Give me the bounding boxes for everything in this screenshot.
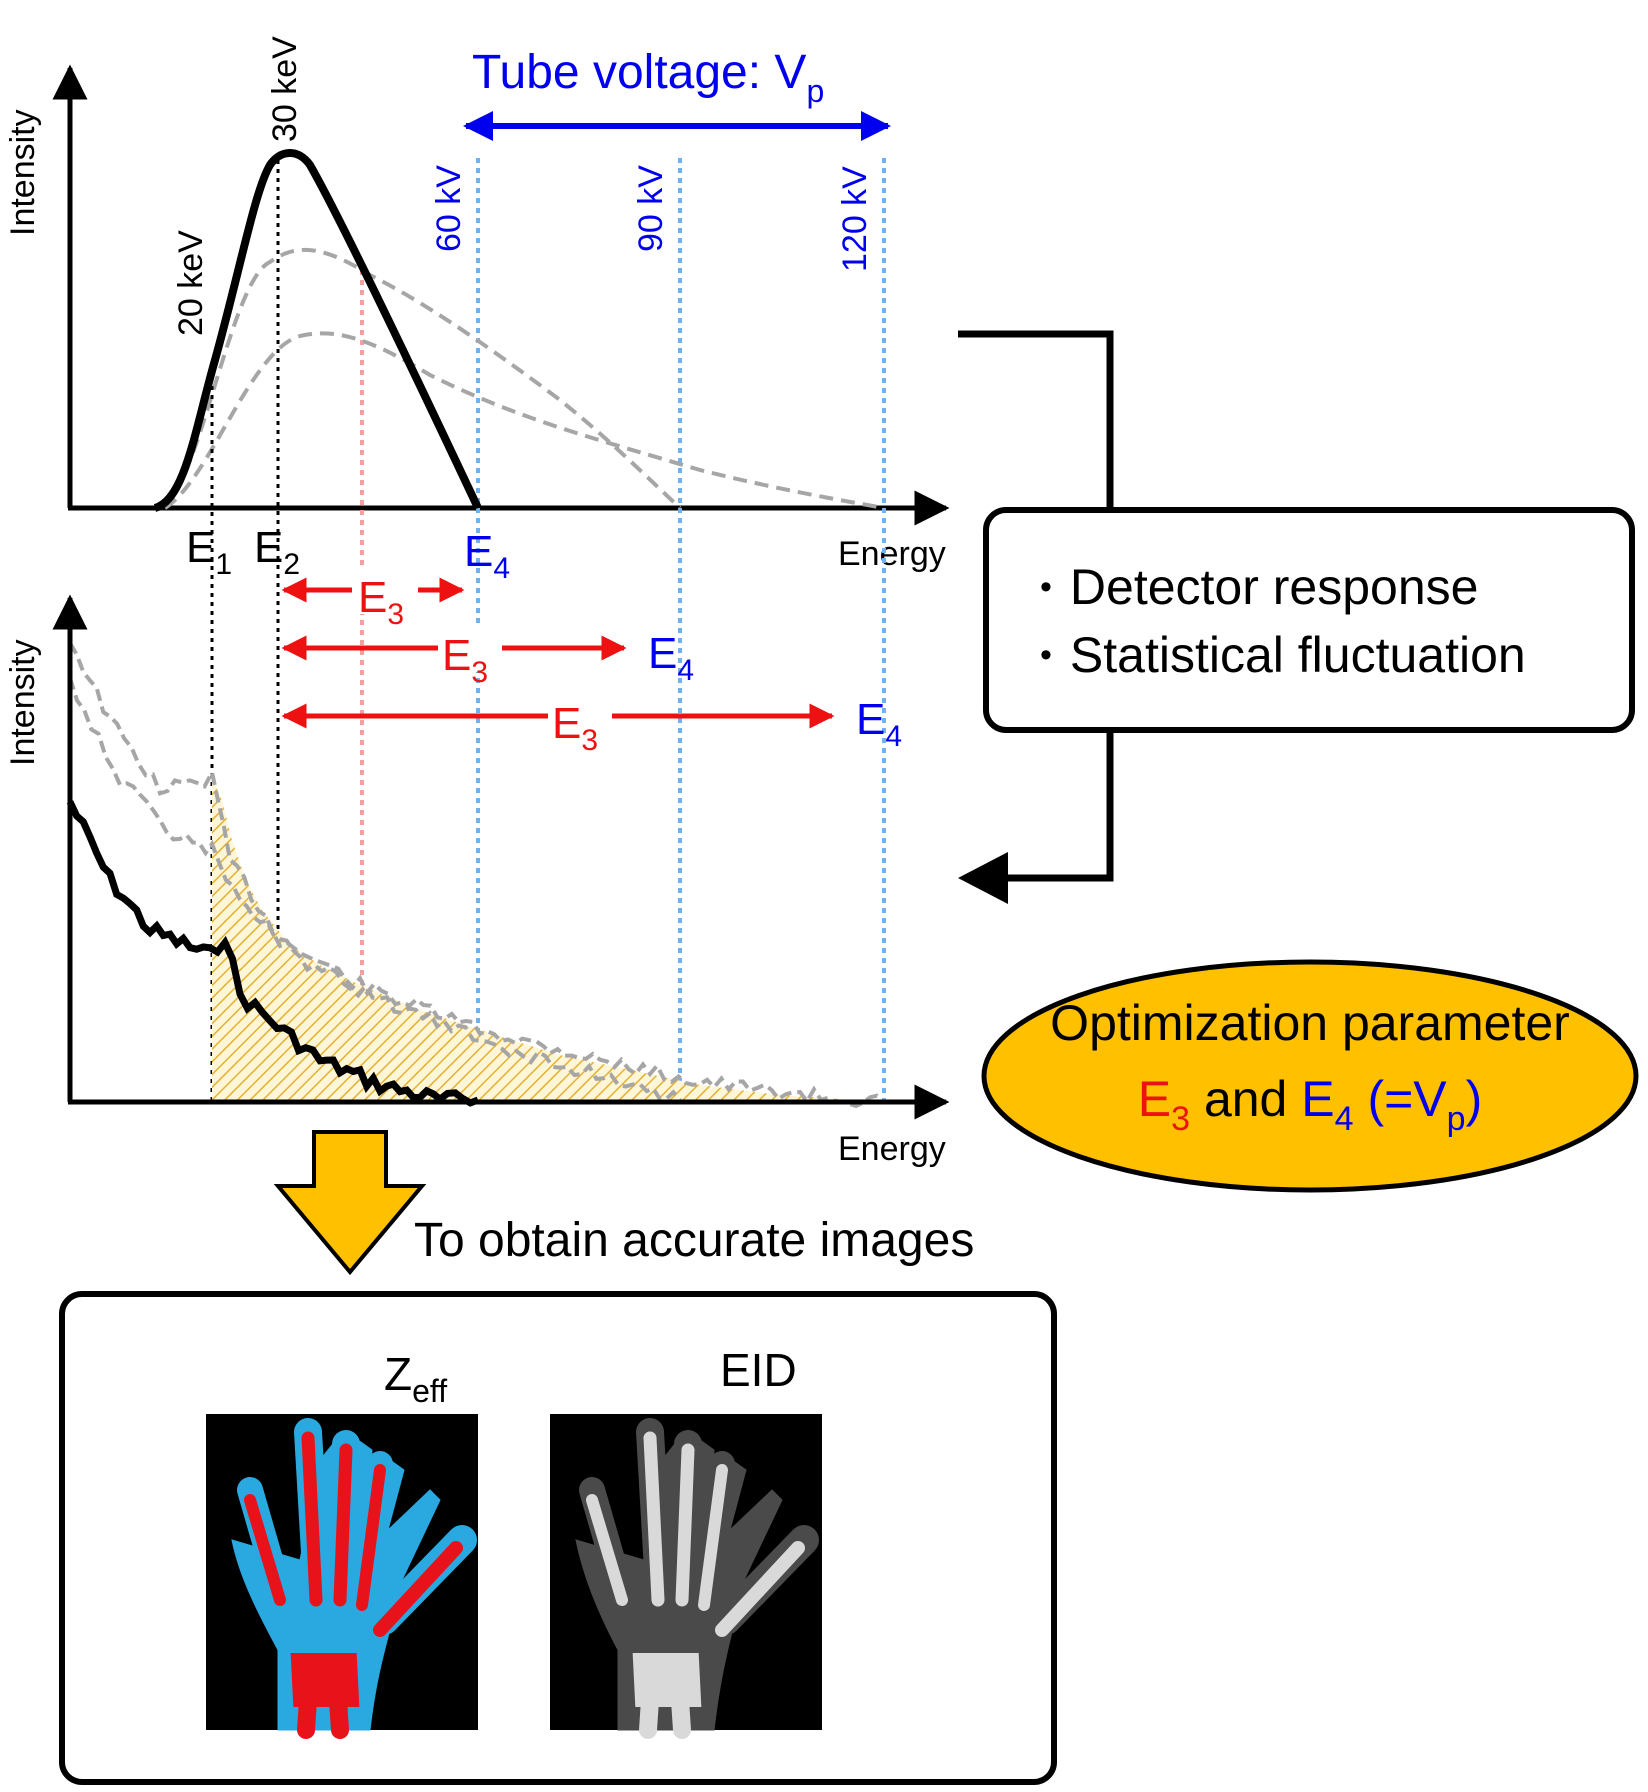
down-arrow: To obtain accurate images <box>273 1130 974 1276</box>
down-arrow-shape <box>273 1130 427 1276</box>
spectrum-60kv-curve <box>153 149 482 512</box>
low-20kev-label: 20 keV <box>172 230 210 336</box>
kv-label-60: 60 kV <box>430 165 468 252</box>
optimization-params: E3 and E4 (=Vp) <box>1138 1071 1482 1138</box>
optimization-title: Optimization parameter <box>1050 995 1570 1051</box>
peak-30kev-label: 30 keV <box>266 36 304 142</box>
spectrum-120kv-curve <box>163 331 885 510</box>
top-chart: Intensity Energy 30 keV 20 keV 60 kV 90 … <box>4 36 950 1102</box>
images-box: Zeff EID <box>59 1291 1057 1785</box>
e2-label: E2 <box>254 523 300 581</box>
eid-hand-image <box>550 1414 822 1739</box>
e3-arrows: E3 E3 E4 E3 E4 <box>281 566 902 757</box>
measured-spectrum-60kv-curve <box>66 800 480 1107</box>
e4-label-120: E4 <box>856 695 902 753</box>
bottom-chart: Intensity Energy <box>4 594 950 1168</box>
tube-voltage-label: Tube voltage: Vp <box>472 46 824 109</box>
e4-label-60: E4 <box>464 527 510 585</box>
bottom-x-axis-label: Energy <box>838 1130 946 1168</box>
zeff-label: Zeff <box>384 1348 447 1409</box>
arrow-caption: To obtain accurate images <box>414 1214 974 1267</box>
measured-spectrum-90kv-curve <box>68 677 682 1102</box>
connector-arrowhead <box>958 852 1008 904</box>
measured-spectrum-120kv-curve <box>68 642 886 1109</box>
optimization-ellipse-shape <box>981 959 1639 1193</box>
bottom-y-axis-label: Intensity <box>4 639 42 766</box>
kv-label-120: 120 kV <box>836 166 874 272</box>
kv-label-90: 90 kV <box>632 165 670 252</box>
detector-box-frame <box>983 507 1635 733</box>
detector-bullet-2: •Statistical fluctuation <box>1040 627 1526 683</box>
e3-label-90: E3 <box>442 631 488 689</box>
hatched-region <box>212 778 884 1102</box>
connector-line-lower <box>1000 720 1114 882</box>
detector-box: •Detector response •Statistical fluctuat… <box>983 507 1635 733</box>
zeff-hand-image <box>206 1414 478 1739</box>
detector-bullet-1: •Detector response <box>1040 559 1478 615</box>
e3-label-120: E3 <box>552 699 598 757</box>
eid-label: EID <box>720 1344 797 1396</box>
e1-label: E1 <box>186 523 232 581</box>
optimization-ellipse: Optimization parameter E3 and E4 (=Vp) <box>981 959 1639 1193</box>
top-x-axis-label: Energy <box>838 535 946 573</box>
top-y-axis-label: Intensity <box>4 109 42 236</box>
e4-label-90: E4 <box>648 629 694 687</box>
e3-label-60: E3 <box>358 573 404 631</box>
